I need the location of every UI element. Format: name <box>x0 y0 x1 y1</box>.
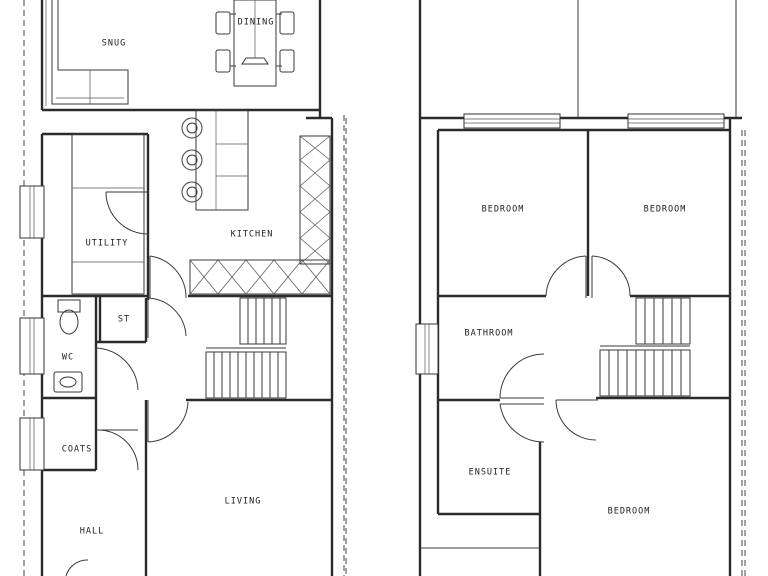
kitchen-island <box>181 109 249 211</box>
first-floor-doors <box>499 255 631 443</box>
window-bedroom-1 <box>463 113 561 129</box>
room-label-bedroom-3: BEDROOM <box>608 507 651 517</box>
first-floor-internal-walls <box>420 128 730 576</box>
room-label-coats: COATS <box>62 445 93 455</box>
room-label-dining: DINING <box>238 18 275 28</box>
ground-floor-doors <box>65 191 189 576</box>
ground-floor-internal-walls <box>42 134 332 576</box>
ground-floor-windows <box>19 185 45 471</box>
window-bathroom <box>415 323 439 375</box>
window-utility <box>19 185 45 239</box>
boundary-lines <box>23 0 347 576</box>
window-bedroom-2 <box>627 113 725 129</box>
room-label-st: ST <box>118 315 130 325</box>
ground-floor-plan: SNUG DINING KITCHEN UTILITY ST WC COATS … <box>19 0 347 576</box>
room-label-snug: SNUG <box>102 39 126 49</box>
dining-table <box>215 0 295 87</box>
window-coats <box>19 417 45 471</box>
room-label-ensuite: ENSUITE <box>469 468 512 478</box>
first-floor-stairs <box>599 297 691 397</box>
first-floor-plan: BEDROOM BEDROOM BATHROOM ENSUITE BEDROOM <box>415 0 746 576</box>
room-label-utility: UTILITY <box>86 239 129 249</box>
snug-sofa <box>45 0 129 106</box>
room-label-bathroom: BATHROOM <box>465 329 514 339</box>
utility-units <box>71 133 145 295</box>
window-wc <box>19 317 45 375</box>
first-floor-windows <box>415 113 725 375</box>
room-label-bedroom-1: BEDROOM <box>482 205 525 215</box>
room-label-wc: WC <box>62 353 74 363</box>
ground-floor-outer-walls <box>40 0 334 576</box>
first-floor-boundary-lines <box>741 130 746 576</box>
room-label-kitchen: KITCHEN <box>231 230 274 240</box>
room-label-living: LIVING <box>225 497 262 507</box>
ground-floor-stairs <box>205 297 287 399</box>
wc-fixtures <box>53 299 83 393</box>
room-label-hall: HALL <box>80 527 104 537</box>
kitchen-units <box>189 135 331 295</box>
room-label-bedroom-2: BEDROOM <box>644 205 687 215</box>
first-floor-outer-walls <box>418 0 742 576</box>
